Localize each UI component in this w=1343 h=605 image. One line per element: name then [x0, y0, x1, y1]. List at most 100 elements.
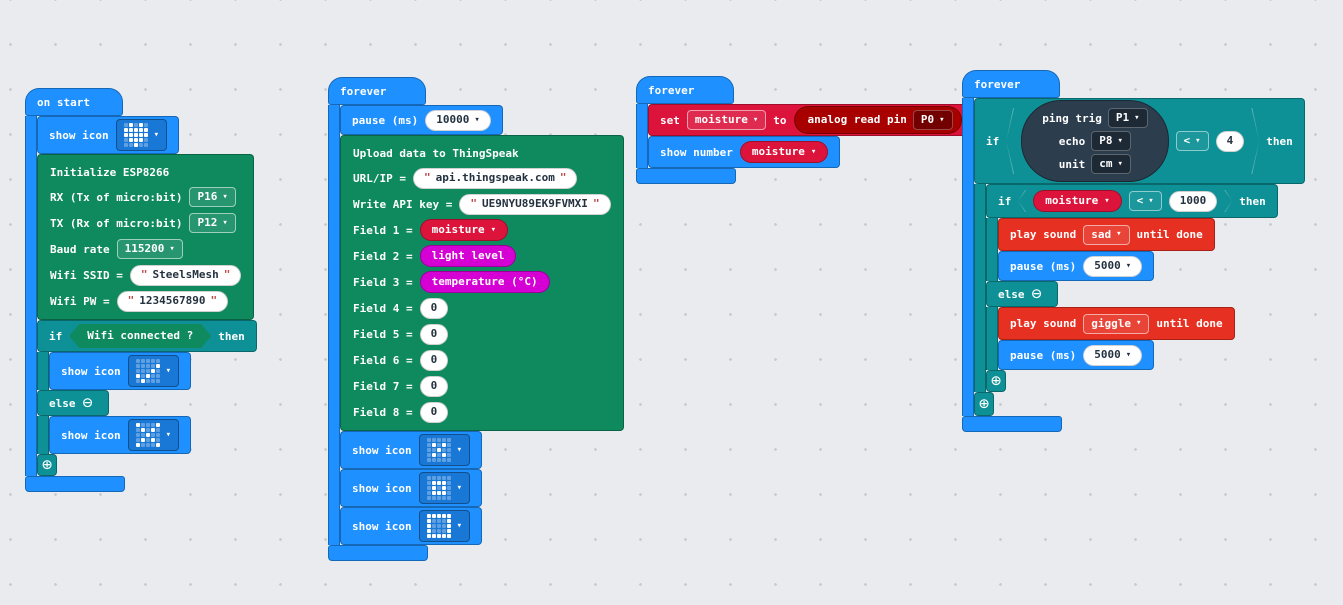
icon-picker-yes[interactable]: [127, 355, 180, 387]
show-icon-yes-block[interactable]: show icon: [49, 352, 192, 390]
field6-value[interactable]: 0: [419, 349, 449, 371]
inner-if-header[interactable]: if moisture < 1000 then: [986, 184, 1278, 218]
moisture-variable-pill[interactable]: moisture: [1033, 190, 1122, 212]
moisture-threshold-value[interactable]: 1000: [1168, 190, 1218, 212]
if-moisture-block: if moisture < 1000 then: [986, 184, 1278, 392]
distance-threshold-value[interactable]: 4: [1215, 130, 1245, 152]
icon-picker-square[interactable]: [418, 510, 471, 542]
condition-right-chevron: [1224, 190, 1233, 212]
upload-title: Upload data to ThingSpeak: [353, 146, 519, 160]
wifi-connected-condition[interactable]: Wifi connected ?: [69, 324, 211, 348]
url-input[interactable]: api.thingspeak.com: [412, 167, 578, 189]
else-spine: [37, 416, 49, 454]
outer-if-spine: [974, 184, 986, 392]
show-icon-small-x-block[interactable]: show icon: [340, 431, 483, 469]
show-icon-no-block[interactable]: show icon: [49, 416, 192, 454]
icon-picker-heart[interactable]: [115, 119, 168, 151]
analog-pin-dropdown[interactable]: P0: [912, 110, 953, 130]
if-header[interactable]: if Wifi connected ? then: [37, 320, 257, 352]
show-icon-square-block[interactable]: show icon: [340, 507, 483, 545]
if-label: if: [986, 134, 1000, 148]
no-cross-icon: [135, 423, 160, 447]
field2-light-level-pill[interactable]: light level: [419, 245, 517, 267]
comparison-operator-dropdown[interactable]: <: [1128, 191, 1162, 211]
play-sound-label: play sound: [1010, 317, 1077, 330]
wifi-pw-label: Wifi PW =: [50, 294, 110, 308]
set-variable-dropdown[interactable]: moisture: [686, 110, 767, 130]
api-key-input[interactable]: UE9NYU89EK9FVMXI: [459, 193, 611, 215]
icon-picker-small-square[interactable]: [418, 472, 471, 504]
forever-label: forever: [340, 84, 387, 98]
icon-picker-no[interactable]: [127, 419, 180, 451]
icon-picker-small-x[interactable]: [418, 434, 471, 466]
forever-hat[interactable]: forever: [636, 76, 734, 104]
if-spine: [37, 352, 49, 390]
condition-left-chevron: [1006, 108, 1015, 174]
echo-pin-dropdown[interactable]: P8: [1091, 131, 1131, 151]
wifi-ssid-input[interactable]: SteelsMesh: [129, 264, 242, 286]
tx-pin-dropdown[interactable]: P12: [189, 213, 236, 233]
field4-label: Field 4 =: [353, 301, 413, 315]
field1-variable-pill[interactable]: moisture: [419, 219, 509, 241]
field3-temperature-pill[interactable]: temperature (°C): [419, 271, 550, 293]
pause-value-dropdown[interactable]: 5000: [1083, 344, 1143, 366]
expand-plus-icon[interactable]: ⊕: [42, 454, 53, 475]
on-start-hat[interactable]: on start: [25, 88, 123, 116]
pause-label: pause (ms): [352, 113, 419, 127]
play-sound-giggle-block[interactable]: play sound giggle until done: [998, 307, 1235, 340]
else-row[interactable]: else ⊖: [986, 281, 1058, 307]
ping-trig-label: ping trig: [1042, 111, 1102, 125]
comparison-operator-dropdown[interactable]: <: [1175, 131, 1209, 151]
pause-block[interactable]: pause (ms) 10000: [340, 105, 503, 135]
trig-pin-dropdown[interactable]: P1: [1107, 108, 1148, 128]
else-row[interactable]: else ⊖: [37, 390, 109, 416]
pause-block[interactable]: pause (ms) 5000: [998, 251, 1155, 281]
sound-dropdown[interactable]: giggle: [1083, 313, 1150, 334]
field7-value[interactable]: 0: [419, 375, 449, 397]
set-variable-block[interactable]: set moisture to analog read pin P0: [648, 104, 974, 136]
unit-dropdown[interactable]: cm: [1091, 154, 1131, 174]
show-icon-label: show icon: [61, 364, 121, 378]
if-label: if: [49, 329, 63, 343]
show-number-block[interactable]: show number moisture: [648, 136, 841, 168]
show-number-label: show number: [660, 145, 733, 159]
show-icon-label: show icon: [352, 519, 412, 533]
forever-spine: [328, 105, 340, 545]
collapse-minus-icon[interactable]: ⊖: [82, 392, 93, 413]
rx-pin-dropdown[interactable]: P16: [189, 187, 236, 207]
field7-label: Field 7 =: [353, 379, 413, 393]
wifi-pw-input[interactable]: 1234567890: [116, 290, 229, 312]
outer-if-footer-bar: ⊕: [974, 392, 995, 416]
show-icon-label: show icon: [49, 128, 109, 142]
condition-left-chevron: [1018, 190, 1027, 212]
ssid-label: Wifi SSID =: [50, 268, 123, 282]
moisture-variable-pill[interactable]: moisture: [739, 141, 829, 163]
field5-value[interactable]: 0: [419, 323, 449, 345]
expand-plus-icon[interactable]: ⊕: [991, 370, 1002, 391]
field8-value[interactable]: 0: [419, 401, 449, 423]
show-icon-heart-block[interactable]: show icon: [37, 116, 180, 154]
show-icon-label: show icon: [352, 481, 412, 495]
pause-label: pause (ms): [1010, 348, 1077, 362]
pause-block[interactable]: pause (ms) 5000: [998, 340, 1155, 370]
show-icon-small-square-block[interactable]: show icon: [340, 469, 483, 507]
baud-rate-dropdown[interactable]: 115200: [116, 239, 183, 259]
play-sound-sad-block[interactable]: play sound sad until done: [998, 218, 1215, 251]
thingspeak-upload-block[interactable]: Upload data to ThingSpeak URL/IP =api.th…: [340, 135, 624, 431]
forever-hat[interactable]: forever: [328, 77, 426, 105]
pause-value-dropdown[interactable]: 10000: [425, 109, 491, 131]
collapse-minus-icon[interactable]: ⊖: [1031, 283, 1042, 304]
sound-dropdown[interactable]: sad: [1083, 224, 1130, 245]
then-label: then: [1239, 194, 1266, 208]
analog-read-pin-block[interactable]: analog read pin P0: [793, 106, 962, 134]
forever-footer: [328, 545, 428, 561]
field4-value[interactable]: 0: [419, 297, 449, 319]
forever-footer: [962, 416, 1062, 432]
esp8266-init-block[interactable]: Initialize ESP8266 RX (Tx of micro:bit)P…: [37, 154, 255, 320]
forever-hat[interactable]: forever: [962, 70, 1060, 98]
expand-plus-icon[interactable]: ⊕: [979, 393, 990, 414]
pause-value-dropdown[interactable]: 5000: [1083, 255, 1143, 277]
